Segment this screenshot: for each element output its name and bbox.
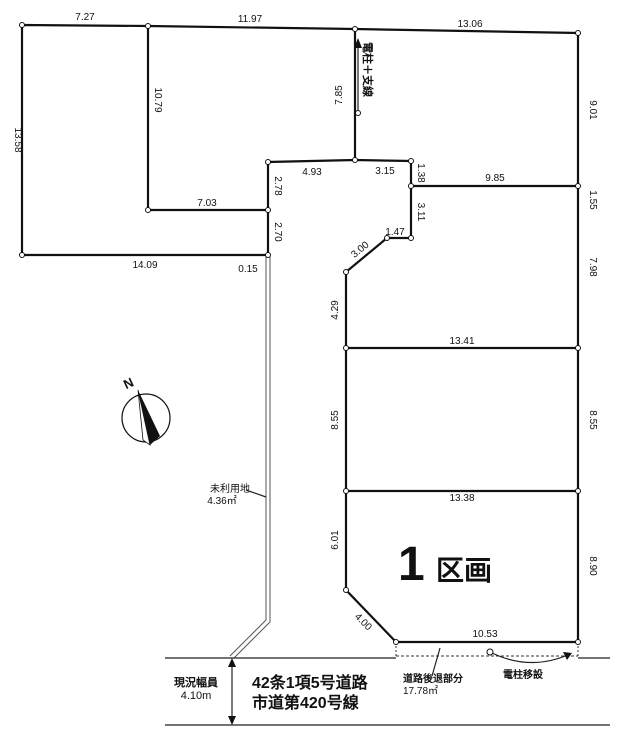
pole-relocation-label: 電柱移設 [503, 668, 544, 681]
vertex [575, 488, 581, 494]
lot-suffix: 区画 [436, 555, 492, 586]
dim: 8.55 [330, 410, 341, 430]
vertex [408, 235, 414, 241]
dim: 2.78 [272, 176, 283, 196]
dim: 7.03 [197, 198, 217, 209]
dim: 6.01 [330, 530, 341, 550]
width-label: 現況幅員 [174, 675, 218, 689]
unused-land-label: 未利用地 [210, 482, 250, 495]
dim: 1.47 [385, 227, 405, 238]
plot-boundaries [20, 23, 580, 644]
vertex [408, 158, 414, 164]
vertex [343, 488, 349, 494]
vertex [408, 183, 414, 189]
dim: 13.58 [12, 127, 23, 152]
vertex [575, 183, 581, 189]
unused-land-area: 4.36㎡ [207, 495, 236, 507]
dim: 8.90 [587, 556, 598, 576]
dim: 1.55 [587, 190, 598, 210]
dim: 2.70 [272, 222, 283, 242]
vertex [343, 269, 349, 275]
dim: 14.09 [132, 260, 157, 271]
vertex [352, 26, 358, 32]
road [165, 642, 610, 726]
dim: 4.29 [330, 300, 341, 320]
vertex [352, 157, 358, 163]
width-value: 4.10m [181, 690, 212, 702]
dim: 3.11 [415, 203, 426, 222]
vertices [19, 22, 581, 645]
vertex [265, 207, 271, 213]
dim: 13.06 [457, 19, 482, 30]
pole-note: 電柱＋支線 [361, 42, 375, 97]
lot-number: 1 [398, 538, 425, 591]
dim: 7.98 [587, 257, 598, 277]
vertex [265, 252, 271, 258]
dim: 8.55 [587, 410, 598, 430]
relocation-arrow [489, 651, 571, 664]
vertex [19, 252, 25, 258]
vertex [343, 587, 349, 593]
dim: 11.97 [238, 14, 263, 25]
dimension-labels: 7.27 11.97 13.06 13.58 10.79 7.03 14.09 … [12, 12, 598, 640]
vertex [393, 639, 399, 645]
dim: 13.41 [449, 336, 474, 347]
dim: 10.53 [472, 629, 497, 640]
vertex [265, 159, 271, 165]
dim: 10.79 [152, 87, 163, 112]
dim: 3.15 [375, 166, 395, 177]
vertex [575, 639, 581, 645]
setback-label: 道路後退部分 [403, 672, 463, 685]
vertex [145, 207, 151, 213]
dim: 1.38 [415, 163, 426, 183]
dim: 4.93 [302, 167, 322, 178]
vertex [343, 345, 349, 351]
unused-land-strip [229, 255, 271, 659]
setback-area: 17.78㎡ [403, 685, 438, 697]
road-type: 42条1項5号道路 [252, 673, 369, 692]
dim: 7.85 [334, 85, 345, 105]
north-arrow-icon: N [121, 374, 171, 446]
vertex [575, 30, 581, 36]
svg-text:N: N [121, 374, 136, 392]
vertex [145, 23, 151, 29]
dim: 7.27 [75, 12, 95, 23]
road-name: 市道第420号線 [252, 693, 359, 712]
dim: 0.15 [238, 264, 258, 275]
vertex [575, 345, 581, 351]
dim: 9.85 [485, 173, 505, 184]
vertex [384, 235, 390, 241]
dim: 9.01 [587, 100, 598, 120]
dim: 13.38 [449, 493, 474, 504]
vertex [19, 22, 25, 28]
dim: 3.00 [349, 239, 371, 260]
